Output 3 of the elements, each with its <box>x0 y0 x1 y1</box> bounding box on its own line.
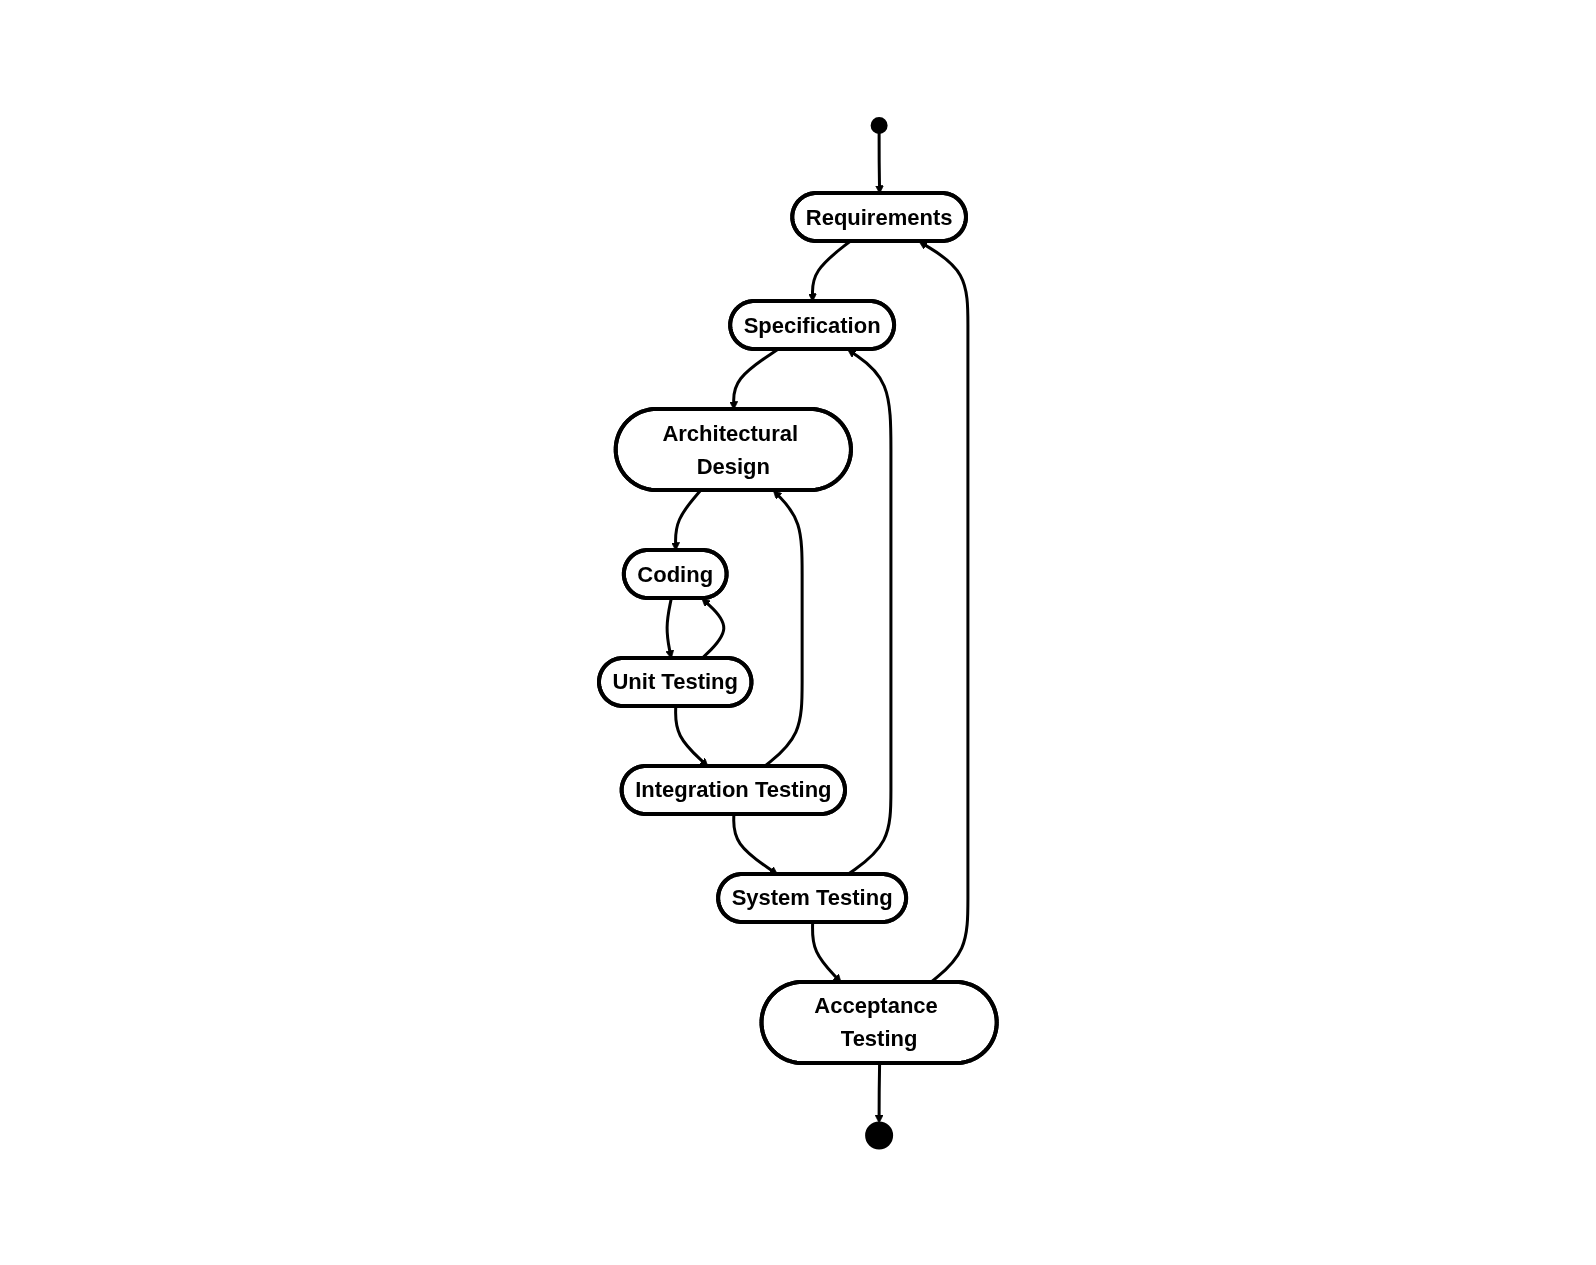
arrow <box>874 1062 884 1123</box>
node-circle <box>870 116 888 134</box>
node-bullseye <box>865 1121 894 1149</box>
